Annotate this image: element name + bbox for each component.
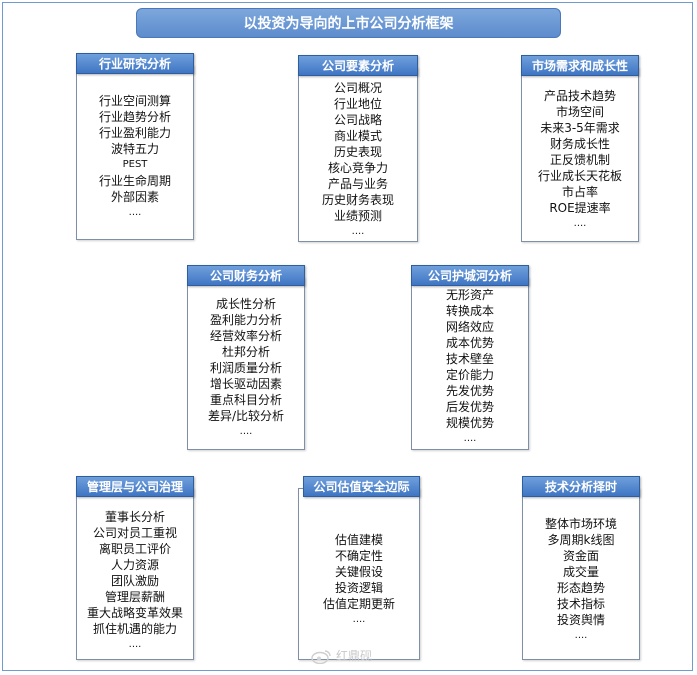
- list-item: 行业生命周期: [98, 174, 171, 188]
- list-item: 行业成长天花板: [537, 169, 622, 183]
- list-item: 成长性分析: [215, 297, 276, 311]
- list-item: 行业空间测算: [98, 94, 171, 108]
- list-item: 估值定期更新: [322, 597, 395, 611]
- list-item: ....: [128, 207, 142, 218]
- list-item: 行业地位: [333, 97, 382, 111]
- section-box-valuation-margin: 估值建模 不确定性 关键假设 投资逻辑 估值定期更新 ....: [298, 488, 420, 660]
- list-item: 市占率: [561, 185, 598, 199]
- list-item: 盈利能力分析: [209, 313, 282, 327]
- list-item: 未来3-5年需求: [540, 121, 620, 135]
- list-item: 关键假设: [334, 565, 383, 579]
- list-item: 技术指标: [556, 597, 605, 611]
- section-header-moat-analysis: 公司护城河分析: [411, 265, 529, 286]
- section-box-moat-analysis: 无形资产 转换成本 网络效应 成本优势 技术壁垒 定价能力 先发优势 后发优势 …: [411, 277, 529, 450]
- list-item: ....: [463, 433, 477, 444]
- section-header-valuation-margin: 公司估值安全边际: [303, 476, 420, 497]
- list-item: ....: [574, 630, 588, 641]
- list-item: 杜邦分析: [221, 345, 270, 359]
- list-item: ....: [351, 226, 365, 237]
- main-title: 以投资为导向的上市公司分析框架: [136, 8, 561, 38]
- list-item: 资金面: [562, 549, 599, 563]
- section-items: 整体市场环境 多周期k线图 资金面 成交量 形态趋势 技术指标 投资舆情 ...…: [523, 516, 639, 644]
- list-item: 先发优势: [445, 384, 494, 398]
- list-item: ROE提速率: [549, 201, 611, 215]
- list-item: ....: [239, 426, 253, 437]
- list-item: 抓住机遇的能力: [92, 622, 177, 636]
- list-item: 历史财务表现: [321, 193, 394, 207]
- list-item: 差异/比较分析: [207, 409, 285, 423]
- list-item: 市场空间: [555, 105, 604, 119]
- section-box-technical-timing: 整体市场环境 多周期k线图 资金面 成交量 形态趋势 技术指标 投资舆情 ...…: [522, 488, 640, 660]
- section-items: 成长性分析 盈利能力分析 经营效率分析 杜邦分析 利润质量分析 增长驱动因素 重…: [188, 296, 304, 440]
- list-item: 财务成长性: [549, 137, 610, 151]
- list-item: 投资舆情: [556, 613, 605, 627]
- list-item: 成交量: [562, 565, 599, 579]
- section-box-financial-analysis: 成长性分析 盈利能力分析 经营效率分析 杜邦分析 利润质量分析 增长驱动因素 重…: [187, 277, 305, 450]
- section-items: 行业空间测算 行业趋势分析 行业盈利能力 波特五力 PEST 行业生命周期 外部…: [77, 93, 193, 221]
- section-header-management-governance: 管理层与公司治理: [76, 476, 194, 497]
- list-item: 无形资产: [445, 288, 494, 302]
- list-item: 利润质量分析: [209, 361, 282, 375]
- list-item: 估值建模: [334, 533, 383, 547]
- list-item: ....: [573, 218, 587, 229]
- list-item: 规模优势: [445, 416, 494, 430]
- section-box-market-demand: 产品技术趋势 市场空间 未来3-5年需求 财务成长性 正反馈机制 行业成长天花板…: [521, 67, 639, 242]
- section-header-financial-analysis: 公司财务分析: [187, 265, 305, 286]
- list-item: 多周期k线图: [547, 533, 615, 547]
- list-item: 董事长分析: [104, 510, 165, 524]
- weibo-icon: [310, 648, 332, 664]
- list-item: 离职员工评价: [98, 542, 171, 556]
- list-item: 后发优势: [445, 400, 494, 414]
- list-item: ....: [128, 639, 142, 650]
- list-item: 投资逻辑: [334, 581, 383, 595]
- section-header-technical-timing: 技术分析择时: [522, 476, 640, 497]
- list-item: ....: [352, 614, 366, 625]
- list-item: 正反馈机制: [549, 153, 610, 167]
- list-item: 公司战略: [333, 113, 382, 127]
- list-item: 行业趋势分析: [98, 110, 171, 124]
- watermark-text: 红鼎砚: [336, 649, 373, 663]
- section-header-industry-research: 行业研究分析: [76, 53, 194, 74]
- list-item: 网络效应: [445, 320, 494, 334]
- list-item: 技术壁垒: [445, 352, 494, 366]
- list-item: 形态趋势: [556, 581, 605, 595]
- section-items: 董事长分析 公司对员工重视 离职员工评价 人力资源 团队激励 管理层薪酬 重大战…: [77, 509, 193, 653]
- list-item: 不确定性: [334, 549, 383, 563]
- list-item: 整体市场环境: [544, 517, 617, 531]
- section-items: 无形资产 转换成本 网络效应 成本优势 技术壁垒 定价能力 先发优势 后发优势 …: [412, 287, 528, 447]
- section-items: 估值建模 不确定性 关键假设 投资逻辑 估值定期更新 ....: [299, 532, 419, 628]
- list-item: 外部因素: [110, 190, 159, 204]
- section-items: 产品技术趋势 市场空间 未来3-5年需求 财务成长性 正反馈机制 行业成长天花板…: [522, 88, 638, 232]
- section-box-company-elements: 公司概况 行业地位 公司战略 商业模式 历史表现 核心竞争力 产品与业务 历史财…: [298, 67, 418, 242]
- list-item: 经营效率分析: [209, 329, 282, 343]
- list-item: 重点科目分析: [209, 393, 282, 407]
- list-item: 增长驱动因素: [209, 377, 282, 391]
- section-header-company-elements: 公司要素分析: [298, 55, 418, 76]
- list-item: 团队激励: [110, 574, 159, 588]
- list-item: 公司对员工重视: [92, 526, 177, 540]
- list-item: 产品与业务: [327, 177, 388, 191]
- section-box-industry-research: 行业空间测算 行业趋势分析 行业盈利能力 波特五力 PEST 行业生命周期 外部…: [76, 65, 194, 240]
- list-item: 商业模式: [333, 129, 382, 143]
- list-item: 波特五力: [110, 142, 159, 156]
- list-item: 核心竞争力: [327, 161, 388, 175]
- watermark: 红鼎砚: [310, 647, 372, 664]
- list-item: 成本优势: [445, 336, 494, 350]
- list-item: 定价能力: [445, 368, 494, 382]
- list-item: 重大战略变革效果: [86, 606, 183, 620]
- list-item: 转换成本: [445, 304, 494, 318]
- section-box-management-governance: 董事长分析 公司对员工重视 离职员工评价 人力资源 团队激励 管理层薪酬 重大战…: [76, 488, 194, 660]
- list-item: 人力资源: [110, 558, 159, 572]
- list-item: 产品技术趋势: [543, 89, 616, 103]
- section-header-market-demand: 市场需求和成长性: [521, 55, 639, 76]
- list-item: 历史表现: [333, 145, 382, 159]
- list-item: 业绩预测: [333, 209, 382, 223]
- list-item: 公司概况: [333, 81, 382, 95]
- list-item: PEST: [122, 159, 148, 170]
- list-item: 管理层薪酬: [104, 590, 165, 604]
- section-items: 公司概况 行业地位 公司战略 商业模式 历史表现 核心竞争力 产品与业务 历史财…: [299, 80, 417, 240]
- list-item: 行业盈利能力: [98, 126, 171, 140]
